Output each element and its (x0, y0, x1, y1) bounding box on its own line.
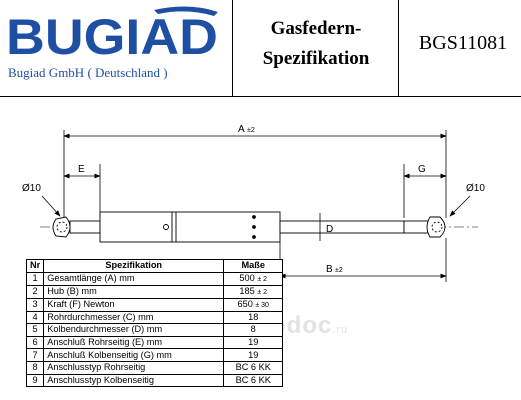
col-nr: Nr (25, 259, 45, 273)
table-row: 3 Kraft (F) Newton 650 ± 30 (25, 297, 284, 312)
row-spec: Anschlusstyp Rohrseitig (43, 360, 225, 375)
row-nr: 4 (25, 310, 45, 325)
label-a: A (238, 124, 245, 135)
dimension-g (403, 164, 447, 218)
row-nr: 1 (25, 271, 45, 286)
row-nr: 8 (25, 360, 45, 375)
row-spec: Rohrdurchmesser (C) mm (43, 310, 225, 325)
row-spec: Anschlusstyp Kolbenseitig (43, 373, 225, 388)
row-spec: Anschluß Rohrseitig (E) mm (43, 335, 225, 350)
diameter-right: Ø10 (466, 183, 485, 194)
row-value: BC 6 KK (223, 373, 284, 388)
table-row: 6 Anschluß Rohrseitig (E) mm 19 (25, 335, 284, 350)
header-divider (232, 0, 233, 97)
part-number: BGS11081 (418, 32, 508, 54)
company-name: Bugiad GmbH ( Deutschland ) (8, 65, 168, 80)
watermark-suffix: .ru (332, 324, 349, 336)
table-row: 1 Gesamtlänge (A) mm 500 ± 2 (25, 271, 284, 286)
row-value-cell: 650 ± 30 (223, 297, 284, 312)
row-value: 19 (223, 335, 284, 350)
table-row: 9 Anschlusstyp Kolbenseitig BC 6 KK (25, 373, 284, 388)
row-nr: 5 (25, 323, 45, 337)
row-value: 185 (239, 285, 255, 296)
spec-table: Nr Spezifikation Maße 1 Gesamtlänge (A) … (25, 259, 284, 388)
table-row: 7 Anschluß Kolbenseitig (G) mm 19 (25, 348, 284, 362)
dimension-b (279, 238, 447, 282)
left-eye-fitting (52, 216, 101, 238)
row-value: 500 (239, 272, 255, 283)
label-e: E (78, 164, 85, 175)
gas-spring-tube (99, 211, 281, 243)
gas-spring-drawing: A ±2 E G Ø10 Ø10 (22, 124, 485, 282)
col-masse: Maße (223, 259, 284, 273)
brand-wordmark: BUGIAD (6, 9, 218, 64)
row-nr: 9 (25, 373, 45, 388)
row-value: BC 6 KK (223, 360, 284, 375)
label-d: D (326, 224, 333, 235)
title-line-1: Gasfedern- (270, 18, 362, 39)
row-value: 18 (223, 310, 284, 325)
row-spec: Anschluß Kolbenseitig (G) mm (43, 348, 225, 362)
row-value: 19 (223, 348, 284, 362)
piston-rod (279, 220, 405, 234)
label-b-tolerance: ±2 (335, 267, 343, 274)
label-a-tolerance: ±2 (247, 127, 255, 134)
diameter-left: Ø10 (22, 183, 41, 194)
row-spec: Kolbendurchmesser (D) mm (43, 323, 225, 337)
title-line-2: Spezifikation (262, 48, 370, 69)
row-nr: 7 (25, 348, 45, 362)
bugiad-logo: BUGIAD (6, 6, 218, 64)
row-value-cell: 500 ± 2 (223, 271, 284, 286)
spec-body: 1 Gesamtlänge (A) mm 500 ± 2 2 Hub (B) m… (25, 271, 284, 388)
row-value: 650 (237, 298, 253, 309)
row-value-cell: 185 ± 2 (223, 284, 284, 299)
row-nr: 6 (25, 335, 45, 350)
row-spec: Kraft (F) Newton (43, 297, 225, 312)
logo-swoosh (154, 6, 218, 16)
header-bottom-rule (0, 96, 521, 97)
row-nr: 2 (25, 284, 45, 299)
row-spec: Hub (B) mm (43, 284, 225, 299)
table-row: 8 Anschlusstyp Rohrseitig BC 6 KK (25, 360, 284, 375)
row-spec: Gesamtlänge (A) mm (43, 271, 225, 286)
diameter-left-leader (41, 195, 61, 217)
dimension-a (63, 130, 447, 218)
row-nr: 3 (25, 297, 45, 312)
label-b: B (326, 264, 333, 275)
table-row: 2 Hub (B) mm 185 ± 2 (25, 284, 284, 299)
row-tolerance: ± 2 (257, 288, 268, 296)
diameter-right-leader (449, 195, 471, 217)
right-eye-fitting (403, 216, 446, 238)
col-spezifikation: Spezifikation (43, 259, 225, 273)
spec-header-row: Nr Spezifikation Maße (25, 259, 284, 273)
row-tolerance: ± 2 (257, 275, 268, 283)
table-row: 4 Rohrdurchmesser (C) mm 18 (25, 310, 284, 325)
row-tolerance: ± 30 (255, 301, 269, 309)
dimension-e (63, 164, 101, 218)
page-title: Gasfedern- Spezifikation (236, 14, 396, 74)
label-g: G (418, 164, 426, 175)
header: BUGIAD Bugiad GmbH ( Deutschland ) Gasfe… (0, 0, 521, 97)
table-row: 5 Kolbendurchmesser (D) mm 8 (25, 323, 284, 337)
header-divider (398, 0, 399, 97)
row-value: 8 (223, 323, 284, 337)
